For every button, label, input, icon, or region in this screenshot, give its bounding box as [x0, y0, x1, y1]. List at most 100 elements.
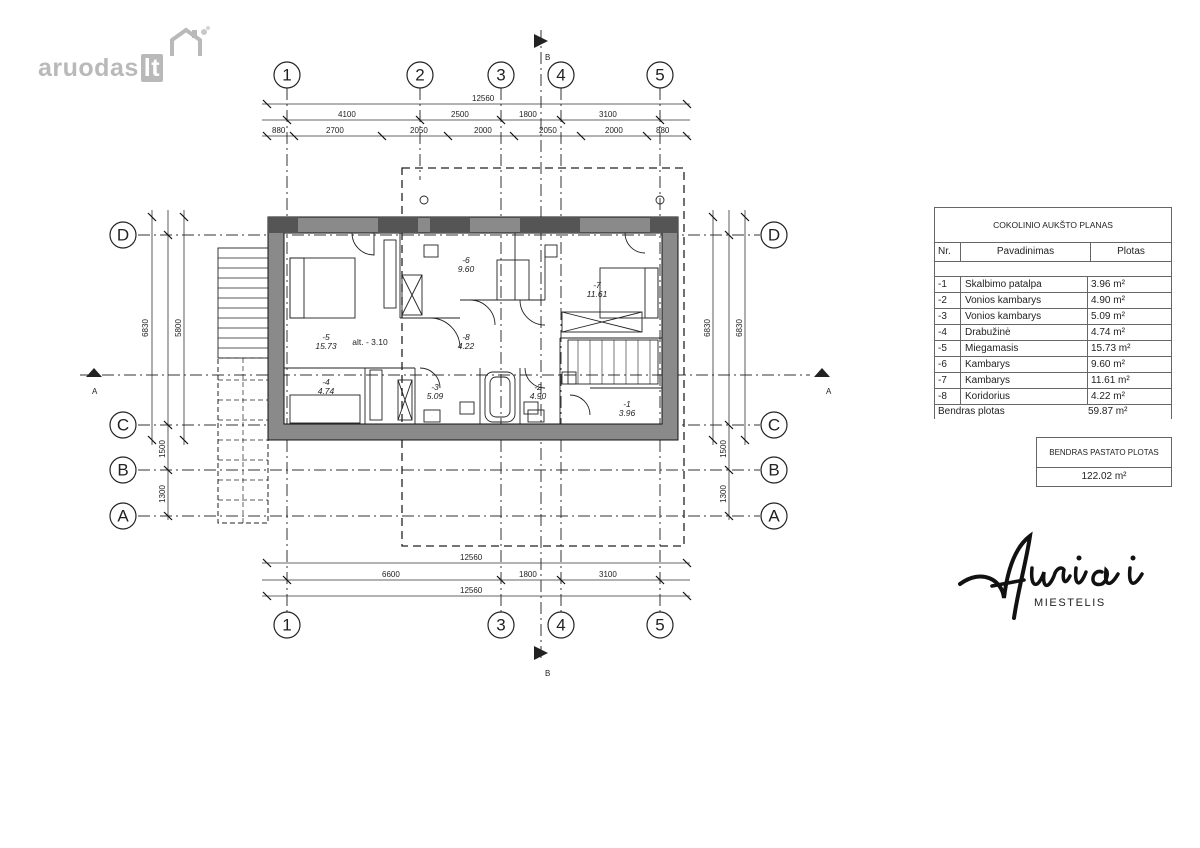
room-5-number: -5 — [322, 332, 330, 342]
furniture — [289, 195, 665, 424]
room-8-area: 4.22 — [458, 341, 475, 351]
room-6-area: 9.60 — [458, 264, 475, 274]
room-8-number: -8 — [462, 332, 470, 342]
svg-text:5: 5 — [655, 616, 664, 635]
svg-text:3100: 3100 — [599, 570, 617, 579]
doors — [351, 232, 646, 416]
total-label: Bendras plotas — [938, 406, 1005, 417]
svg-text:6830: 6830 — [735, 319, 744, 337]
svg-text:3: 3 — [496, 616, 505, 635]
axis-a-left: A — [109, 502, 137, 530]
auriai-logo — [958, 531, 1144, 620]
building-walls — [267, 216, 679, 441]
axis-c-left: C — [109, 411, 137, 439]
svg-text:A: A — [768, 507, 780, 526]
building-total-label: BENDRAS PASTATO PLOTAS — [1037, 438, 1171, 468]
room-4-number: -4 — [322, 377, 330, 387]
room-2-area: 4.90 — [530, 391, 547, 401]
svg-text:880: 880 — [656, 126, 670, 135]
header-nr: Nr. — [935, 243, 961, 261]
svg-text:D: D — [117, 226, 129, 245]
axis-3-top: 3 — [487, 61, 515, 89]
axis-3-bottom: 3 — [487, 611, 515, 639]
svg-text:4: 4 — [556, 616, 565, 635]
axis-d-left: D — [109, 221, 137, 249]
section-a-left: A — [92, 387, 98, 396]
column-axis-markers: 1 2 3 4 5 1 3 4 5 — [273, 61, 674, 639]
room-7-area: 11.61 — [587, 289, 608, 299]
svg-text:2500: 2500 — [451, 110, 469, 119]
svg-text:B: B — [117, 461, 128, 480]
svg-text:B: B — [768, 461, 779, 480]
schedule-header: Nr. Pavadinimas Plotas — [935, 243, 1171, 262]
svg-text:C: C — [117, 416, 129, 435]
axis-d-right: D — [760, 221, 788, 249]
room-5-altitude: alt. - 3.10 — [352, 337, 388, 347]
grid-lines — [80, 30, 810, 660]
svg-text:2050: 2050 — [539, 126, 557, 135]
axis-4-top: 4 — [547, 61, 575, 89]
room-3-area: 5.09 — [427, 391, 444, 401]
brand-subtitle: MIESTELIS — [1034, 597, 1106, 609]
room-1-area: 3.96 — [619, 408, 636, 418]
axis-5-top: 5 — [646, 61, 674, 89]
svg-text:1800: 1800 — [519, 110, 537, 119]
svg-text:3100: 3100 — [599, 110, 617, 119]
room-6-number: -6 — [462, 255, 470, 265]
axis-b-right: B — [760, 456, 788, 484]
aruodas-wordmark: aruodas — [38, 54, 139, 82]
axis-b-left: B — [109, 456, 137, 484]
building-total-box: BENDRAS PASTATO PLOTAS 122.02 m² — [1036, 437, 1172, 487]
svg-text:C: C — [768, 416, 780, 435]
aruodas-tld: lt — [140, 54, 164, 82]
svg-text:1300: 1300 — [158, 485, 167, 503]
right-dimensions: 6830 6830 1500 1300 — [703, 210, 750, 521]
svg-text:5800: 5800 — [174, 319, 183, 337]
svg-text:3: 3 — [496, 66, 505, 85]
svg-text:6830: 6830 — [141, 319, 150, 337]
svg-text:1: 1 — [282, 66, 291, 85]
header-name: Pavadinimas — [961, 243, 1091, 261]
house-icon — [170, 26, 210, 56]
axis-a-right: A — [760, 502, 788, 530]
schedule-title: COKOLINIO AUKŠTO PLANAS — [935, 208, 1171, 243]
room-5-area: 15.73 — [315, 341, 337, 351]
svg-text:A: A — [117, 507, 129, 526]
building-total-value: 122.02 m² — [1081, 471, 1127, 482]
svg-text:2050: 2050 — [410, 126, 428, 135]
svg-text:12560: 12560 — [472, 94, 495, 103]
svg-text:5: 5 — [655, 66, 664, 85]
total-value: 59.87 m² — [1088, 406, 1128, 417]
svg-text:12560: 12560 — [460, 586, 483, 595]
svg-text:4: 4 — [556, 66, 565, 85]
svg-text:2000: 2000 — [474, 126, 492, 135]
section-markers: B B A A — [86, 34, 832, 678]
svg-text:6600: 6600 — [382, 570, 400, 579]
svg-text:1: 1 — [282, 616, 291, 635]
room-3-number: -3 — [431, 382, 439, 392]
svg-text:1500: 1500 — [719, 440, 728, 458]
section-b-top: B — [545, 53, 550, 62]
svg-text:6830: 6830 — [703, 319, 712, 337]
header-area: Plotas — [1117, 246, 1145, 257]
axis-4-bottom: 4 — [547, 611, 575, 639]
bottom-dimensions: 12560 6600 1800 3100 12560 — [262, 553, 692, 601]
room-1-number: -1 — [623, 399, 631, 409]
svg-text:1800: 1800 — [519, 570, 537, 579]
svg-text:12560: 12560 — [460, 553, 483, 562]
upper-floor-outline — [401, 167, 685, 547]
room-2-number: -2 — [534, 382, 542, 392]
top-dimensions: 12560 4100 2500 1800 3100 880 2700 2050 … — [262, 94, 692, 141]
room-labels: -6 9.60 -7 11.61 -5 15.73 alt. - 3.10 -8… — [315, 255, 635, 418]
axis-1-bottom: 1 — [273, 611, 301, 639]
room-7-number: -7 — [593, 280, 601, 290]
